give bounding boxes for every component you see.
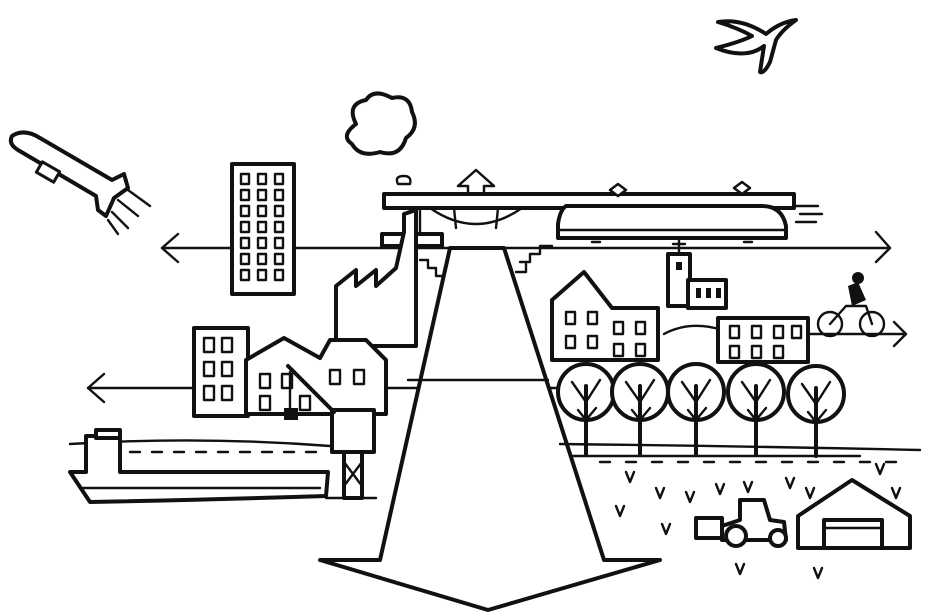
grass-tuft <box>806 488 814 498</box>
small-cloud-icon <box>397 176 411 184</box>
grass-tuft <box>814 568 822 578</box>
grass-tuft <box>744 482 752 492</box>
factory <box>336 210 416 346</box>
grass-tuft <box>686 492 694 502</box>
tower-block <box>232 164 294 294</box>
tractor-icon <box>696 500 786 546</box>
cloud-icon <box>347 93 415 153</box>
grass-tuft <box>786 478 794 488</box>
bird-icon <box>716 20 796 72</box>
grass-tuft <box>716 484 724 494</box>
grass-tuft <box>616 506 624 516</box>
grass-tuft <box>892 488 900 498</box>
train <box>558 182 822 242</box>
airplane-icon <box>11 132 150 234</box>
grass-tuft <box>736 564 744 574</box>
cyclist-icon <box>818 272 884 336</box>
grass-tuft <box>626 472 634 482</box>
grass-tuft <box>876 464 884 474</box>
grass-tuft <box>662 524 670 534</box>
grass-tuft <box>656 488 664 498</box>
trees <box>558 364 844 456</box>
